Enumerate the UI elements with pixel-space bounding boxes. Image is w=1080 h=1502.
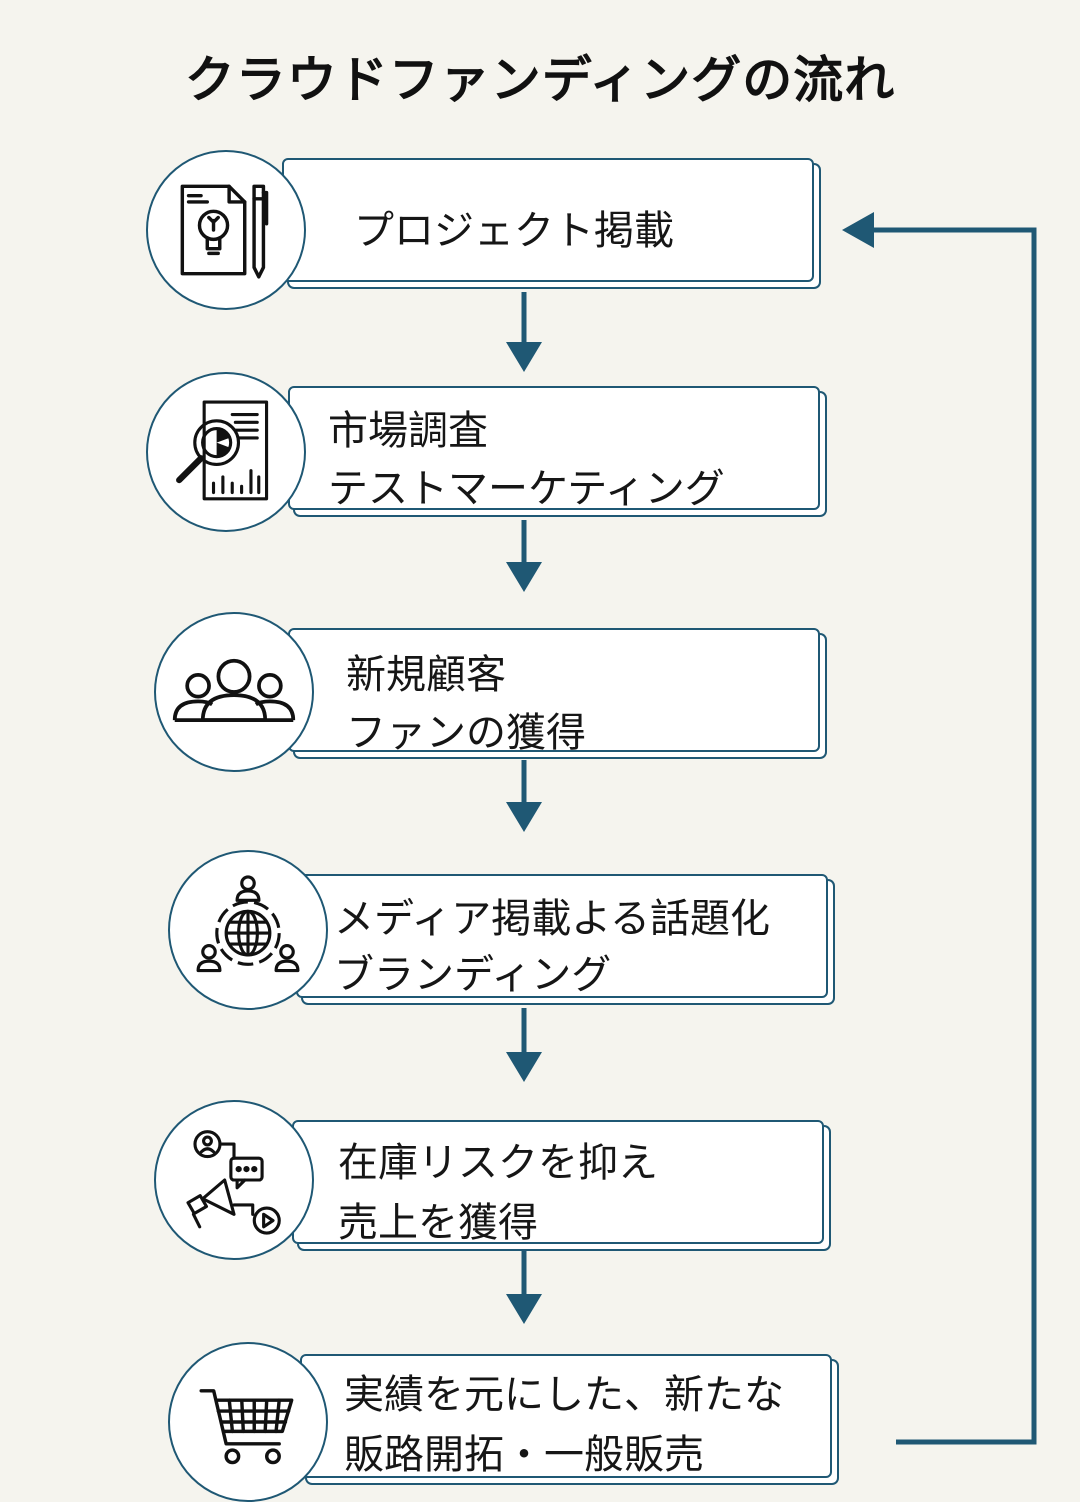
flow-arrow-5 (506, 1250, 542, 1324)
step-5-line-2: 売上を獲得 (338, 1200, 538, 1246)
step-circle-5 (154, 1100, 314, 1260)
step-6-line-1: 実績を元にした、新たな (344, 1372, 784, 1418)
step-circle-1 (146, 150, 306, 310)
shopping-cart-icon (199, 1389, 294, 1465)
step-1-line-1: プロジェクト掲載 (354, 208, 674, 254)
flow-arrow-1 (506, 292, 542, 372)
step-5-line-1: 在庫リスクを抑え (338, 1140, 658, 1186)
market-research-icon (176, 400, 269, 501)
flow-arrow-4 (506, 1008, 542, 1082)
social-promotion-icon (186, 1130, 281, 1235)
page-title: クラウドファンディングの流れ (184, 51, 896, 109)
step-card-1: プロジェクト掲載 (282, 158, 814, 282)
step-circle-2 (146, 372, 306, 532)
step-2-line-2: テストマーケティング (328, 466, 725, 512)
step-card-2: 市場調査 テストマーケティング (288, 386, 820, 512)
step-circle-3 (154, 612, 314, 772)
flow-arrow-2 (506, 520, 542, 592)
flow-arrow-3 (506, 760, 542, 832)
step-circle-4 (168, 850, 328, 1010)
step-3-line-1: 新規顧客 (346, 652, 506, 698)
step-2-line-1: 市場調査 (328, 408, 488, 454)
global-network-icon (196, 875, 300, 973)
step-card-5: 在庫リスクを抑え 売上を獲得 (292, 1120, 824, 1246)
step-4-line-1: メディア掲載よる話題化 (334, 896, 770, 942)
step-3-line-2: ファンの獲得 (346, 710, 586, 756)
step-circle-6 (168, 1342, 328, 1502)
loop-back-arrow (842, 212, 1037, 1445)
step-4-line-2: ブランディング (334, 952, 612, 998)
customer-group-icon (172, 658, 296, 722)
step-card-6: 実績を元にした、新たな 販路開拓・一般販売 (300, 1354, 832, 1478)
step-card-3: 新規顧客 ファンの獲得 (288, 628, 820, 756)
step-card-4: メディア掲載よる話題化 ブランディング (296, 874, 828, 998)
step-6-line-2: 販路開拓・一般販売 (344, 1432, 704, 1478)
idea-document-icon (180, 184, 269, 279)
